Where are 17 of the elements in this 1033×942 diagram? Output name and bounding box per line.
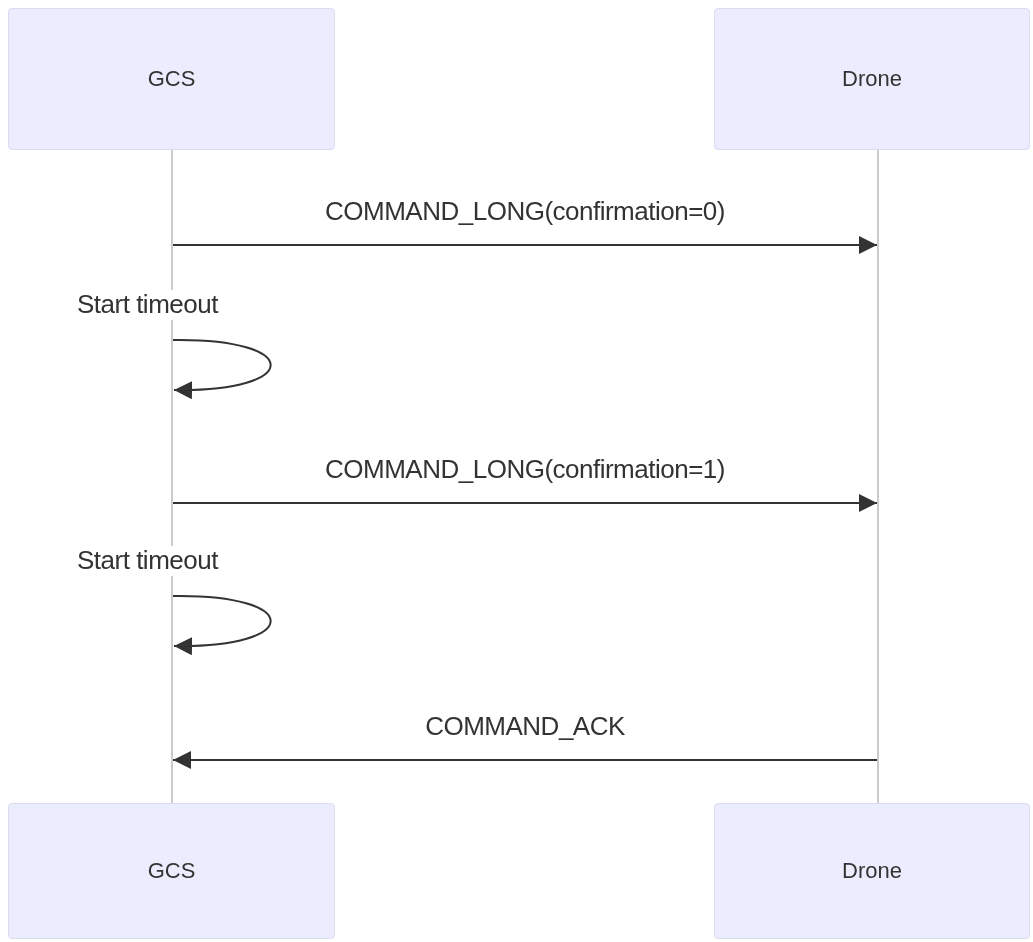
lifeline xyxy=(171,150,173,803)
participant-name: GCS xyxy=(147,858,196,884)
message-arrow xyxy=(172,751,878,769)
participant-box xyxy=(8,803,335,939)
participant-name: Drone xyxy=(842,66,902,92)
message-arrow xyxy=(172,494,878,512)
participant-box xyxy=(714,8,1030,150)
message-arrow xyxy=(172,236,878,254)
lifeline xyxy=(877,150,879,803)
participant-name: GCS xyxy=(147,66,196,92)
participant-box xyxy=(8,8,335,150)
self-message-arrow xyxy=(172,595,272,655)
participant-name: Drone xyxy=(842,858,902,884)
self-message-arrow xyxy=(172,339,272,399)
message-label: Start timeout xyxy=(77,290,218,320)
message-label: Start timeout xyxy=(77,546,218,576)
participant-box xyxy=(714,803,1030,939)
